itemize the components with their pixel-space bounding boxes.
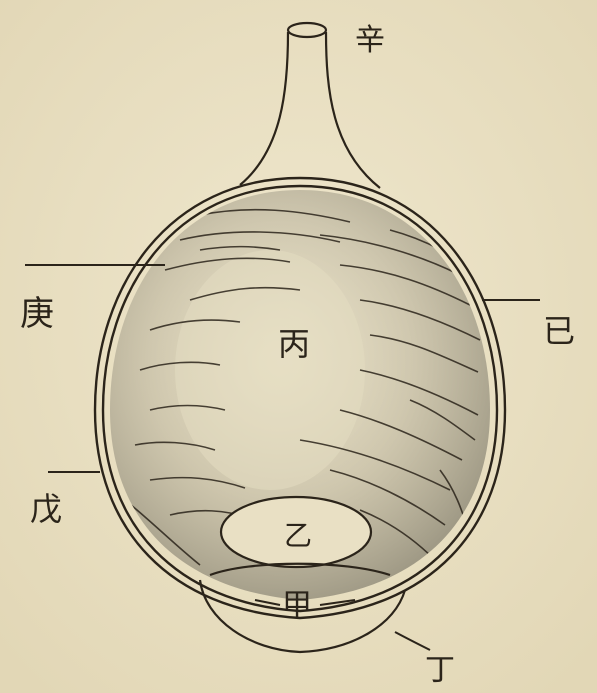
label-xin: 辛: [355, 23, 385, 58]
label-bing: 丙: [278, 325, 310, 363]
label-geng: 庚: [20, 294, 54, 334]
label-wu: 戊: [30, 490, 62, 528]
label-ji: 已: [543, 312, 575, 350]
label-ding: 丁: [425, 653, 455, 688]
label-jia: 甲: [282, 588, 312, 623]
label-yi: 乙: [284, 519, 312, 552]
